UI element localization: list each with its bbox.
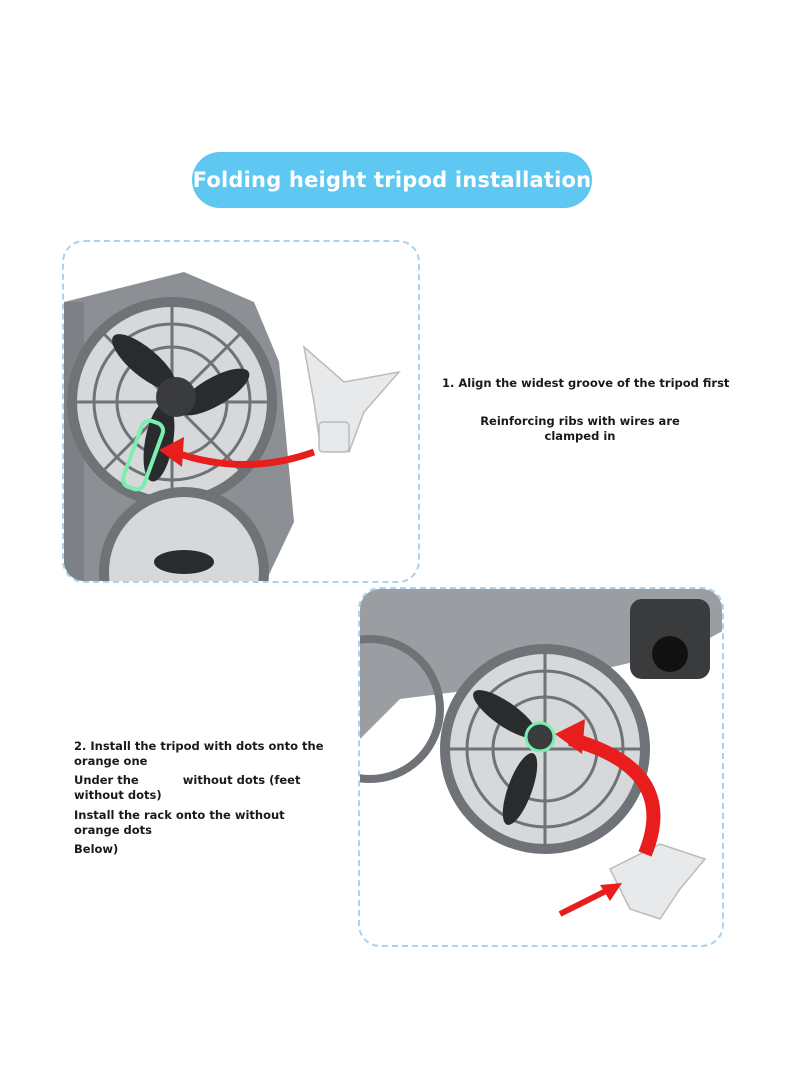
step2-line2-part-b: without dots (feet without dots) <box>74 773 301 802</box>
step2-instruction-line1: 2. Install the tripod with dots onto the… <box>74 739 324 768</box>
step1-instruction: 1. Align the widest groove of the tripod… <box>442 376 730 390</box>
step1-note: Reinforcing ribs with wires are clamped … <box>480 414 680 443</box>
drone-tripod-illustration <box>360 589 722 920</box>
step2-image-panel <box>358 587 724 947</box>
step2-instruction-line3: Install the rack onto the without orange… <box>74 808 285 837</box>
step2-instruction-line4: Below) <box>74 842 119 856</box>
step2-instruction-line2: Under the without dots (feet without dot… <box>74 773 304 803</box>
page-title: Folding height tripod installation <box>192 152 592 208</box>
step2-line2-part-a: Under the <box>74 773 139 787</box>
propeller-guard-illustration <box>64 272 401 581</box>
step1-image-panel <box>62 240 420 583</box>
